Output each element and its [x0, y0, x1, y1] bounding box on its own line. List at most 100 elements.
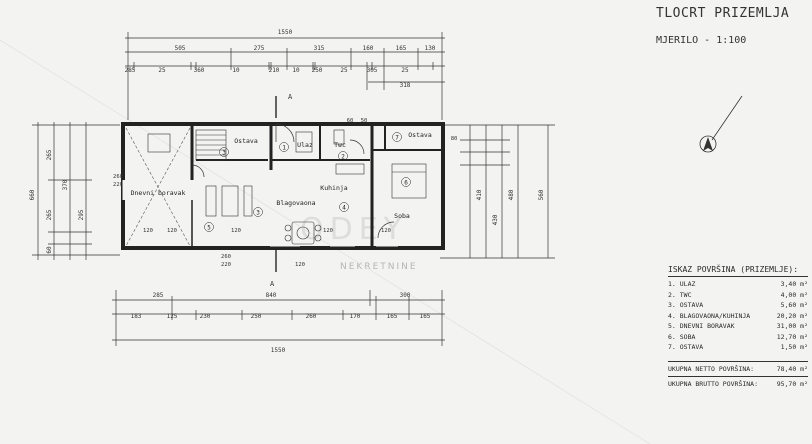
- dim-top-r2-5: 210: [269, 67, 280, 74]
- left-dimension-lines: [32, 122, 120, 260]
- toilet: [333, 129, 345, 145]
- top-dimension-lines: [125, 32, 445, 120]
- dim-top-5: 165: [396, 45, 407, 52]
- dim-top-r3-1: 318: [400, 82, 411, 89]
- door-swings: [191, 123, 395, 239]
- dim-bot-r2-7: 165: [387, 313, 398, 320]
- dim-left-2: 370: [62, 179, 69, 190]
- room-label-dnevni-boravak: Dnevni boravak: [131, 189, 186, 197]
- sofa-right: [243, 185, 253, 217]
- coffee-table: [221, 185, 239, 217]
- dim-left-5: 60: [46, 246, 53, 254]
- room-numbers: 1 2 3 3 4 5 6 7: [204, 132, 411, 232]
- area-table: ISKAZ POVRŠINA (PRIZEMLJE): 1. ULAZ 3,40 …: [668, 266, 808, 388]
- dim-bot-r2-6: 170: [350, 313, 361, 320]
- dim-top-r2-3: 360: [194, 67, 205, 74]
- room-label-ostava-small: Ostava: [408, 131, 432, 139]
- dim-right-1: 410: [476, 189, 483, 200]
- area-value: 12,70 m²: [776, 332, 808, 341]
- dim-left-1: 265: [46, 149, 53, 160]
- area-value: 3,40 m²: [780, 280, 808, 288]
- plan-scale: MJERILO - 1:100: [656, 35, 747, 46]
- armchair: [147, 133, 171, 153]
- dim-bot-r2-1: 183: [131, 313, 142, 320]
- dim-top-r2-6: 10: [292, 67, 300, 74]
- net-area-label: UKUPNA NETTO POVRŠINA:: [668, 364, 755, 373]
- room-label-blagovaona: Blagovaona: [276, 199, 315, 207]
- dim-top-3: 315: [314, 45, 325, 52]
- area-label: 6. SOBA: [668, 332, 696, 341]
- room-number-6: 6: [404, 180, 408, 187]
- watermark-text: NEKRETNINE: [340, 262, 418, 272]
- plan-title: TLOCRT PRIZEMLJA: [656, 6, 790, 21]
- area-label: 2. TWC: [668, 290, 692, 299]
- watermark-logo: ODEY: [300, 212, 408, 247]
- dim-int-13: 260: [221, 254, 231, 260]
- dim-right-total: 560: [538, 189, 545, 200]
- dim-top-1: 505: [175, 45, 186, 52]
- dim-bot-r2-4: 250: [251, 313, 262, 320]
- right-dimension-lines: [440, 124, 555, 259]
- gross-area-label: UKUPNA BRUTTO POVRŠINA:: [668, 380, 759, 388]
- area-row: 1. ULAZ 3,40 m²: [668, 281, 808, 292]
- wc-sink: [295, 131, 313, 153]
- dim-int-7: 120: [381, 228, 391, 234]
- room-number-3b: 3: [256, 210, 260, 217]
- dim-int-1: 260: [113, 174, 123, 180]
- room-number-4: 4: [342, 205, 346, 212]
- dim-bot-1: 285: [153, 292, 164, 299]
- room-number-3: 3: [222, 150, 226, 157]
- dining-table-round: [296, 226, 310, 240]
- room-label-twc: Twc: [334, 141, 346, 149]
- section-marker-bottom: A: [270, 250, 277, 288]
- kitchen-counter: [335, 163, 365, 175]
- dim-top-r2-7: 250: [312, 67, 323, 74]
- paper-fold: [0, 39, 651, 444]
- room-number-2: 2: [341, 154, 345, 161]
- area-value: 4,00 m²: [780, 290, 808, 299]
- area-table-heading: ISKAZ POVRŠINA (PRIZEMLJE):: [668, 266, 808, 277]
- north-arrow-icon: [699, 95, 743, 153]
- room-number-5: 5: [207, 225, 211, 232]
- area-value: 1,50 m²: [780, 343, 808, 351]
- furniture: [147, 129, 427, 245]
- area-label: 1. ULAZ: [668, 280, 696, 288]
- dim-bot-3: 300: [400, 292, 411, 299]
- dim-top-r2-8: 25: [340, 67, 348, 74]
- room-label-ostava: Ostava: [234, 137, 258, 145]
- room-label-ulaz: Ulaz: [297, 141, 313, 149]
- dim-top-4: 160: [363, 45, 374, 52]
- stairs: [195, 129, 227, 161]
- dim-int-4: 120: [167, 228, 177, 234]
- dim-int-3: 120: [143, 228, 153, 234]
- area-label: 3. OSTAVA: [668, 301, 704, 309]
- bed: [391, 163, 427, 199]
- section-label-bottom: A: [270, 280, 275, 288]
- dim-int-11: 50: [361, 118, 368, 124]
- dim-right-2: 480: [508, 189, 515, 200]
- net-area-value: 78,40 m²: [776, 364, 808, 373]
- dim-bot-2: 840: [266, 292, 277, 299]
- dining-table: [291, 221, 315, 245]
- dim-left-4: 295: [78, 209, 85, 220]
- dim-int-10: 60: [347, 118, 354, 124]
- dim-int-8: 220: [221, 262, 231, 268]
- dim-bot-r2-8: 165: [420, 313, 431, 320]
- dim-bot-total: 1550: [271, 347, 286, 354]
- room-label-kuhinja: Kuhinja: [320, 184, 347, 192]
- dim-left-3: 265: [46, 209, 53, 220]
- dim-top-r2-10: 25: [401, 67, 409, 74]
- area-value: 5,60 m²: [780, 301, 808, 309]
- dim-int-9: 120: [295, 262, 305, 268]
- gross-area-value: 95,70 m²: [776, 380, 808, 388]
- dim-right-3: 430: [492, 214, 499, 225]
- dim-top-r2-9: 305: [367, 67, 378, 74]
- dashed-diagonals: [125, 127, 191, 247]
- dim-top-r2-2: 25: [158, 67, 166, 74]
- room-label-soba: Soba: [394, 212, 410, 220]
- dim-int-5: 120: [231, 228, 241, 234]
